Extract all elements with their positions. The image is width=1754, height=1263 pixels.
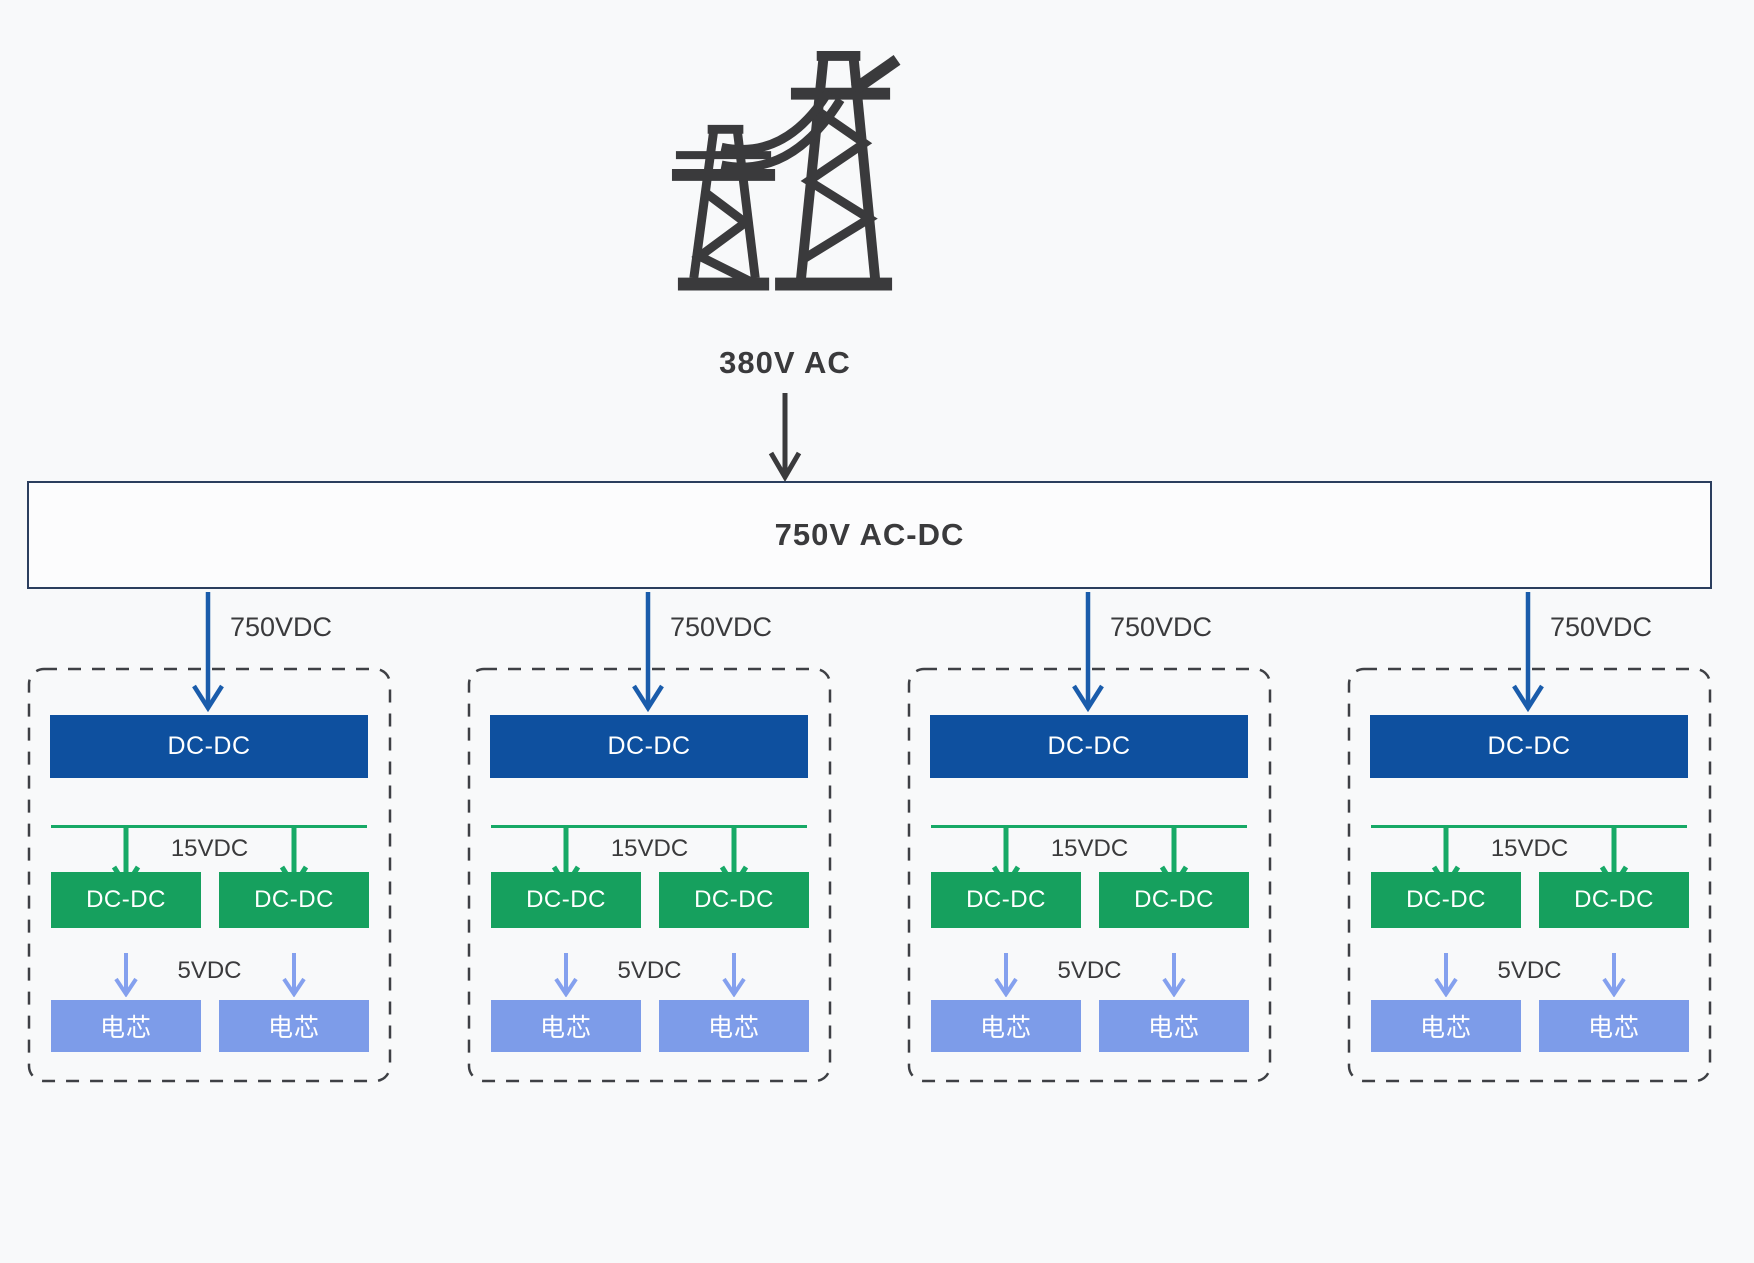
battery-cell-box: 电芯 [51,1000,201,1052]
transmission-tower-icon [671,51,901,291]
battery-cell-label: 电芯 [979,1014,1032,1042]
bus-voltage-label: 15VDC [610,835,689,862]
output-voltage-label: 5VDC [177,957,242,984]
output-voltage-label: 5VDC [1057,957,1122,984]
output-down-arrow-icon [1434,953,1458,997]
secondary-dcdc-label: DC-DC [1134,886,1214,913]
dc-branch-column: 750VDC DC-DC 15VDC DC-DC DC-DC [907,592,1272,1092]
primary-dcdc-label: DC-DC [1047,732,1131,760]
secondary-dcdc-converter-box: DC-DC [1539,872,1689,928]
battery-cell-label: 电芯 [99,1014,152,1042]
secondary-dcdc-label: DC-DC [966,886,1046,913]
battery-cell-label: 电芯 [707,1014,760,1042]
secondary-dcdc-label: DC-DC [254,886,334,913]
source-to-converter-arrow-icon [768,393,802,481]
group-dashed-border [27,667,392,1083]
ac-dc-converter-label: 750V AC-DC [774,517,965,552]
bus-line [491,825,807,828]
primary-dcdc-converter-box: DC-DC [930,715,1248,778]
bus-voltage-label: 15VDC [1050,835,1129,862]
output-down-arrow-icon [282,953,306,997]
battery-cell-label: 电芯 [1419,1014,1472,1042]
output-down-arrow-icon [1602,953,1626,997]
input-down-arrow-icon [192,592,224,712]
input-voltage-label: 750VDC [670,612,773,642]
dc-branch-column: 750VDC DC-DC 15VDC DC-DC DC-DC [27,592,392,1092]
input-down-arrow-icon [1072,592,1104,712]
battery-cell-box: 电芯 [1099,1000,1249,1052]
dc-branch-column: 750VDC DC-DC 15VDC DC-DC DC-DC [467,592,832,1092]
output-down-arrow-icon [994,953,1018,997]
secondary-dcdc-converter-box: DC-DC [491,872,641,928]
primary-dcdc-converter-box: DC-DC [490,715,808,778]
output-down-arrow-icon [722,953,746,997]
primary-dcdc-label: DC-DC [607,732,691,760]
secondary-dcdc-label: DC-DC [526,886,606,913]
secondary-dcdc-converter-box: DC-DC [659,872,809,928]
secondary-dcdc-converter-box: DC-DC [219,872,369,928]
secondary-dcdc-label: DC-DC [1574,886,1654,913]
battery-cell-label: 电芯 [1587,1014,1640,1042]
battery-module-group: DC-DC 15VDC DC-DC DC-DC [467,667,832,1083]
secondary-dcdc-label: DC-DC [1406,886,1486,913]
group-dashed-border [907,667,1272,1083]
output-down-arrow-icon [114,953,138,997]
input-down-arrow-icon [632,592,664,712]
ac-dc-converter-box: 750V AC-DC [27,481,1712,589]
primary-dcdc-converter-box: DC-DC [50,715,368,778]
secondary-dcdc-label: DC-DC [694,886,774,913]
input-voltage-label: 750VDC [230,612,333,642]
secondary-dcdc-converter-box: DC-DC [1099,872,1249,928]
battery-cell-box: 电芯 [1539,1000,1689,1052]
bus-voltage-label: 15VDC [1490,835,1569,862]
primary-dcdc-label: DC-DC [167,732,251,760]
battery-cell-label: 电芯 [539,1014,592,1042]
primary-dcdc-label: DC-DC [1487,732,1571,760]
primary-dcdc-converter-box: DC-DC [1370,715,1688,778]
dc-branch-column: 750VDC DC-DC 15VDC DC-DC DC-DC [1347,592,1712,1092]
battery-cell-box: 电芯 [931,1000,1081,1052]
bus-line [51,825,367,828]
group-dashed-border [1347,667,1712,1083]
source-voltage-label: 380V AC [719,345,851,380]
group-dashed-border [467,667,832,1083]
secondary-dcdc-converter-box: DC-DC [931,872,1081,928]
battery-cell-box: 电芯 [219,1000,369,1052]
input-voltage-label: 750VDC [1110,612,1213,642]
secondary-dcdc-converter-box: DC-DC [1371,872,1521,928]
battery-module-group: DC-DC 15VDC DC-DC DC-DC [27,667,392,1083]
secondary-dcdc-label: DC-DC [86,886,166,913]
input-voltage-label: 750VDC [1550,612,1653,642]
bus-voltage-label: 15VDC [170,835,249,862]
battery-module-group: DC-DC 15VDC DC-DC DC-DC [1347,667,1712,1083]
bus-line [1371,825,1687,828]
battery-cell-box: 电芯 [1371,1000,1521,1052]
output-voltage-label: 5VDC [617,957,682,984]
input-down-arrow-icon [1512,592,1544,712]
secondary-dcdc-converter-box: DC-DC [51,872,201,928]
battery-cell-label: 电芯 [267,1014,320,1042]
battery-cell-box: 电芯 [491,1000,641,1052]
output-down-arrow-icon [554,953,578,997]
battery-module-group: DC-DC 15VDC DC-DC DC-DC [907,667,1272,1083]
battery-cell-label: 电芯 [1147,1014,1200,1042]
battery-cell-box: 电芯 [659,1000,809,1052]
output-voltage-label: 5VDC [1497,957,1562,984]
output-down-arrow-icon [1162,953,1186,997]
bus-line [931,825,1247,828]
